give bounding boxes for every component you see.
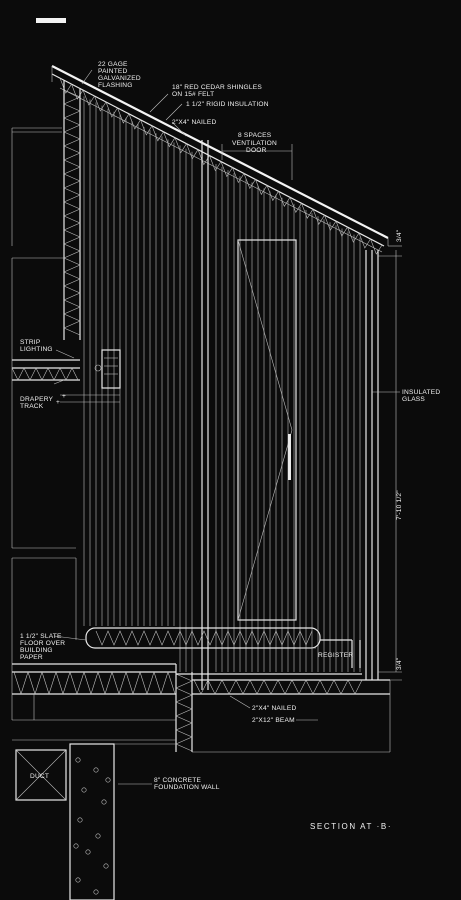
dim-top-label: 3/4" bbox=[396, 229, 403, 242]
flashing-label-2: PAINTED bbox=[98, 68, 128, 75]
center-post bbox=[201, 140, 209, 690]
annotations: 22 GAGE PAINTED GALVANIZED FLASHING 18" … bbox=[20, 61, 440, 831]
strip-lighting-soffit: + + bbox=[11, 349, 121, 406]
svg-text:+: + bbox=[56, 399, 60, 406]
roof-assembly bbox=[51, 65, 389, 255]
shingles-label-1: 18" RED CEDAR SHINGLES bbox=[172, 84, 262, 91]
dim-bottom-label: 3/4" bbox=[396, 657, 403, 670]
flashing-label-3: GALVANIZED bbox=[98, 75, 141, 82]
flashing-label-4: FLASHING bbox=[98, 82, 133, 89]
beam-pattern bbox=[193, 679, 363, 695]
nailed-bottom-label: 2"X4" NAILED bbox=[252, 705, 297, 712]
vertical-louver-lines bbox=[83, 96, 361, 672]
dim-height-label: 7'-10 1/2" bbox=[396, 490, 403, 520]
register-label: REGISTER bbox=[318, 652, 353, 659]
ventilation-door bbox=[221, 144, 297, 621]
slate-label-2: FLOOR OVER bbox=[20, 640, 65, 647]
floor-joist-pattern bbox=[13, 671, 176, 695]
spaces-label: 8 SPACES bbox=[238, 132, 272, 139]
insulated-label-1: INSULATED bbox=[402, 389, 440, 396]
leader-lines bbox=[53, 69, 400, 785]
ventilation-label-1: VENTILATION bbox=[232, 140, 277, 147]
foundation bbox=[15, 743, 176, 900]
nailed-top-label: 2"X4" NAILED bbox=[172, 119, 217, 126]
strip-label-2: LIGHTING bbox=[20, 346, 53, 353]
section-title: SECTION AT ·B· bbox=[310, 822, 392, 831]
beam-label: 2"X12" BEAM bbox=[252, 717, 295, 724]
foundation-label-2: FOUNDATION WALL bbox=[154, 784, 220, 791]
slate-label-4: PAPER bbox=[20, 654, 43, 661]
drapery-label-1: DRAPERY bbox=[20, 396, 54, 403]
duct-label: DUCT bbox=[30, 773, 49, 780]
glass-wall bbox=[365, 245, 402, 681]
wall-insulation-pattern bbox=[63, 89, 81, 336]
drapery-label-2: TRACK bbox=[20, 403, 44, 410]
register-pattern bbox=[95, 630, 313, 646]
insulated-label-2: GLASS bbox=[402, 396, 425, 403]
soffit-pattern bbox=[11, 367, 79, 381]
ventilation-label-2: DOOR bbox=[246, 147, 267, 154]
svg-text:+: + bbox=[62, 393, 66, 400]
shingles-label-2: ON 15# FELT bbox=[172, 91, 214, 98]
slate-label-3: BUILDING bbox=[20, 647, 53, 654]
concrete-hatch bbox=[73, 757, 111, 895]
flashing-label-1: 22 GAGE bbox=[98, 61, 128, 68]
corner-mark bbox=[36, 18, 66, 23]
roof-shingle-pattern bbox=[59, 77, 383, 255]
strip-label-1: STRIP bbox=[20, 339, 41, 346]
slate-label-1: 1 1/2" SLATE bbox=[20, 633, 62, 640]
rigid-insulation-label: 1 1/2" RIGID INSULATION bbox=[186, 101, 269, 108]
register-unit bbox=[85, 627, 361, 668]
floor-structure bbox=[12, 663, 391, 753]
foundation-label-1: 8" CONCRETE bbox=[154, 777, 201, 784]
left-wall bbox=[11, 80, 81, 720]
rim-joist-pattern bbox=[175, 673, 193, 752]
